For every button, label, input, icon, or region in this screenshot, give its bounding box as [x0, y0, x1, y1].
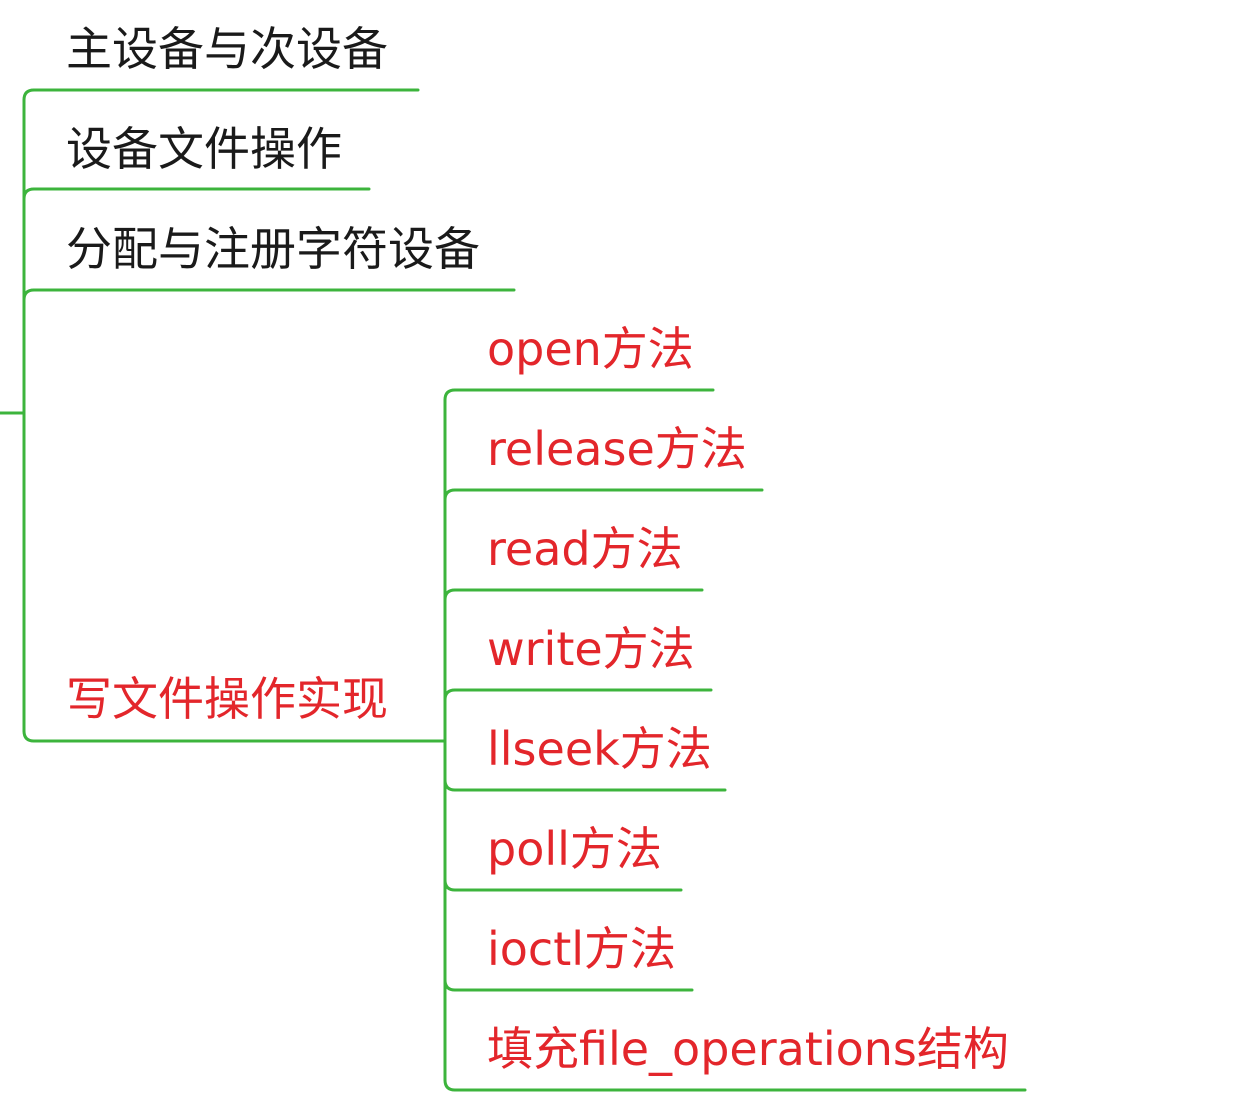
subtopic-llseek: llseek方法 [487, 722, 712, 776]
branch-underline-3 [22, 288, 516, 302]
child-underline-4 [443, 688, 713, 702]
branch-underline-2 [22, 187, 371, 201]
child-underline-2 [443, 488, 764, 502]
subtopic-ioctl: ioctl方法 [487, 922, 677, 976]
subtopic-open: open方法 [487, 322, 694, 376]
child-underline-1 [443, 388, 715, 402]
subtopic-fill-file-operations: 填充file_operations结构 [487, 1022, 1009, 1076]
child-underline-3 [443, 588, 704, 602]
subtopic-release: release方法 [487, 422, 747, 476]
child-underline-6 [443, 878, 683, 892]
subtopic-read: read方法 [487, 522, 683, 576]
subtopic-poll: poll方法 [487, 822, 662, 876]
topic-implement-file-operations: 写文件操作实现 [66, 672, 388, 726]
topic-allocate-register-char-device: 分配与注册字符设备 [66, 222, 480, 276]
child-underline-7 [443, 978, 694, 992]
topic-device-file-operations: 设备文件操作 [66, 122, 342, 176]
child-underline-8 [443, 1078, 1027, 1092]
branch-underline-1 [22, 88, 420, 102]
child-underline-5 [443, 778, 727, 792]
branch-underline-4 [22, 729, 447, 743]
topic-major-minor-device: 主设备与次设备 [66, 22, 388, 76]
subtopic-write: write方法 [487, 622, 695, 676]
